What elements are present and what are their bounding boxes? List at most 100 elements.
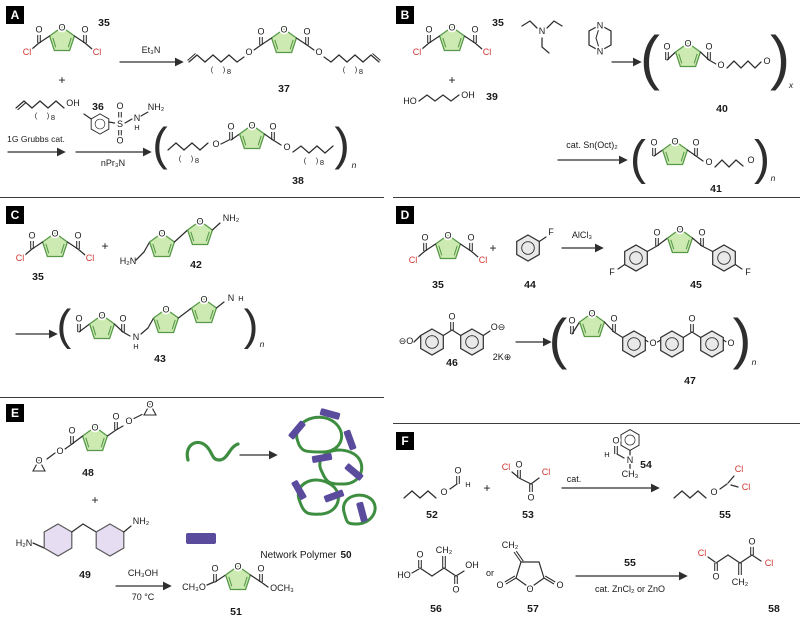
compound-55: O Cl Cl 55 — [673, 462, 752, 521]
polymer-paren: ( — [630, 132, 646, 185]
hydroxyl-label: OH — [461, 90, 475, 100]
counterion-label: 2K⊕ — [493, 352, 512, 362]
subscript-8: 8 — [227, 67, 231, 76]
compound-37: O ( ) 8 O ( ) 8 37 — [187, 22, 381, 95]
compound-35: 35 — [23, 17, 110, 57]
fluorine-label: F — [609, 267, 615, 277]
compound-number: 53 — [522, 509, 534, 521]
hydrogen-label: H — [238, 294, 243, 303]
compound-39: HO OH 39 — [402, 88, 498, 108]
compound-57: O O O CH₂ 57 — [495, 538, 566, 615]
panel-divider — [393, 423, 800, 424]
methyl-label: CH₃ — [622, 469, 639, 479]
reagent-label: cat. Sn(Oct)₂ — [566, 140, 618, 150]
polymer-40: ( O O ) x 40 — [640, 24, 794, 115]
oxygen-label: O — [526, 584, 533, 594]
panel-B: 35 + N N N HO OH 39 ( O O ) x 40 ca — [402, 17, 794, 195]
plus-sign: + — [101, 239, 108, 253]
panel-label-B: B — [396, 6, 414, 24]
panel-label-A: A — [6, 6, 24, 24]
compound-number: 52 — [426, 509, 438, 521]
compound-number: 47 — [684, 375, 696, 387]
paren: ( — [179, 154, 182, 163]
subscript-n: n — [752, 357, 757, 367]
subscript-8: 8 — [320, 158, 324, 167]
panel-label-D: D — [396, 206, 414, 224]
oxygen-label: O — [556, 580, 563, 590]
paren: ) — [47, 111, 50, 120]
polymer-41: ( O O ) n 41 — [630, 132, 776, 195]
compound-35: 35 — [16, 229, 95, 283]
compound-number: 39 — [486, 91, 498, 103]
compound-number: 38 — [292, 175, 304, 187]
plus-sign: + — [58, 73, 65, 87]
panel-divider — [393, 197, 800, 198]
paren: ) — [191, 154, 194, 163]
paren: ) — [355, 65, 358, 74]
compound-35: 35 — [409, 231, 488, 291]
subscript-n: n — [352, 160, 357, 170]
methylene-label: CH₂ — [436, 545, 453, 555]
methylene-label: CH₂ — [732, 577, 749, 587]
compound-number: 40 — [716, 103, 728, 115]
triethylamine-structure: N — [521, 20, 563, 54]
hydrogen-label: H — [604, 450, 609, 459]
subscript-x: x — [788, 80, 794, 90]
nitrogen-label: N — [597, 47, 604, 57]
paren: ( — [211, 65, 214, 74]
chlorine-label: Cl — [742, 482, 751, 492]
nitrogen-label: N — [228, 293, 235, 303]
dabco-structure: N N — [588, 19, 612, 58]
amine-linker-symbol — [186, 533, 216, 544]
compound-number: 51 — [230, 606, 242, 618]
hydroxyl-label: OH — [465, 560, 479, 570]
nitrogen-label: N — [539, 26, 546, 36]
compound-number: 56 — [430, 603, 442, 615]
hydroxyl-label: HO — [403, 96, 417, 106]
fluorine-label: F — [745, 267, 751, 277]
amine-label: NH₂ — [223, 213, 240, 223]
compound-number: 42 — [190, 259, 202, 271]
nitrogen-label: N — [133, 332, 140, 342]
compound-54: N CH₃ H 54 — [604, 429, 652, 481]
plus-sign: + — [489, 241, 496, 255]
panel-label-E: E — [6, 404, 24, 422]
compound-number: 43 — [154, 353, 166, 365]
compound-number: 49 — [79, 569, 91, 581]
fluorine-label: F — [548, 227, 554, 237]
oxygen-label: O — [212, 139, 219, 149]
polymer-paren: ) — [334, 118, 349, 170]
polymer-paren: ( — [57, 301, 72, 350]
oxygen-label: O — [245, 47, 252, 57]
chlorine-label: Cl — [502, 462, 511, 472]
hydrogen-label: H — [134, 123, 139, 132]
panel-F: O H 52 + Cl Cl 53 cat. N CH₃ H 54 O Cl — [396, 429, 780, 615]
plus-sign: + — [448, 73, 455, 87]
chlorine-label: Cl — [542, 467, 551, 477]
polymer-paren: ) — [754, 132, 770, 185]
oxygen-label: O — [727, 338, 734, 348]
panel-divider — [0, 397, 384, 398]
epoxy-monomer-symbol — [185, 440, 240, 462]
oxygen-label: O — [747, 155, 754, 165]
polymer-paren: ( — [640, 24, 660, 91]
paren: ( — [35, 111, 38, 120]
compound-number: 35 — [492, 17, 504, 29]
compound-48: O O 48 — [31, 397, 158, 479]
oxygen-label: O — [440, 487, 447, 497]
or-label: or — [486, 568, 494, 578]
reagent-label: cat. ZnCl₂ or ZnO — [595, 584, 665, 594]
phenolate-label: ⊖O — [399, 336, 414, 346]
oxygen-label: O — [56, 446, 63, 456]
panel-label-F: F — [396, 432, 414, 450]
reagent-label: cat. — [567, 474, 582, 484]
subscript-8: 8 — [51, 113, 55, 122]
polymer-paren: ) — [770, 24, 790, 91]
panel-D: 35 + F 44 AlCl₃ F F 45 ⊖O O⊖ 2K⊕ — [397, 222, 757, 387]
compound-number: 58 — [768, 603, 780, 615]
panel-C: 35 + H₂N NH₂ 42 ( N H N H ) n 43 — [0, 211, 265, 365]
reaction-arrow-alcl3: AlCl₃ — [561, 230, 604, 253]
paren: ( — [343, 65, 346, 74]
oxygen-label: O — [763, 56, 770, 66]
compound-number: 44 — [524, 279, 536, 291]
